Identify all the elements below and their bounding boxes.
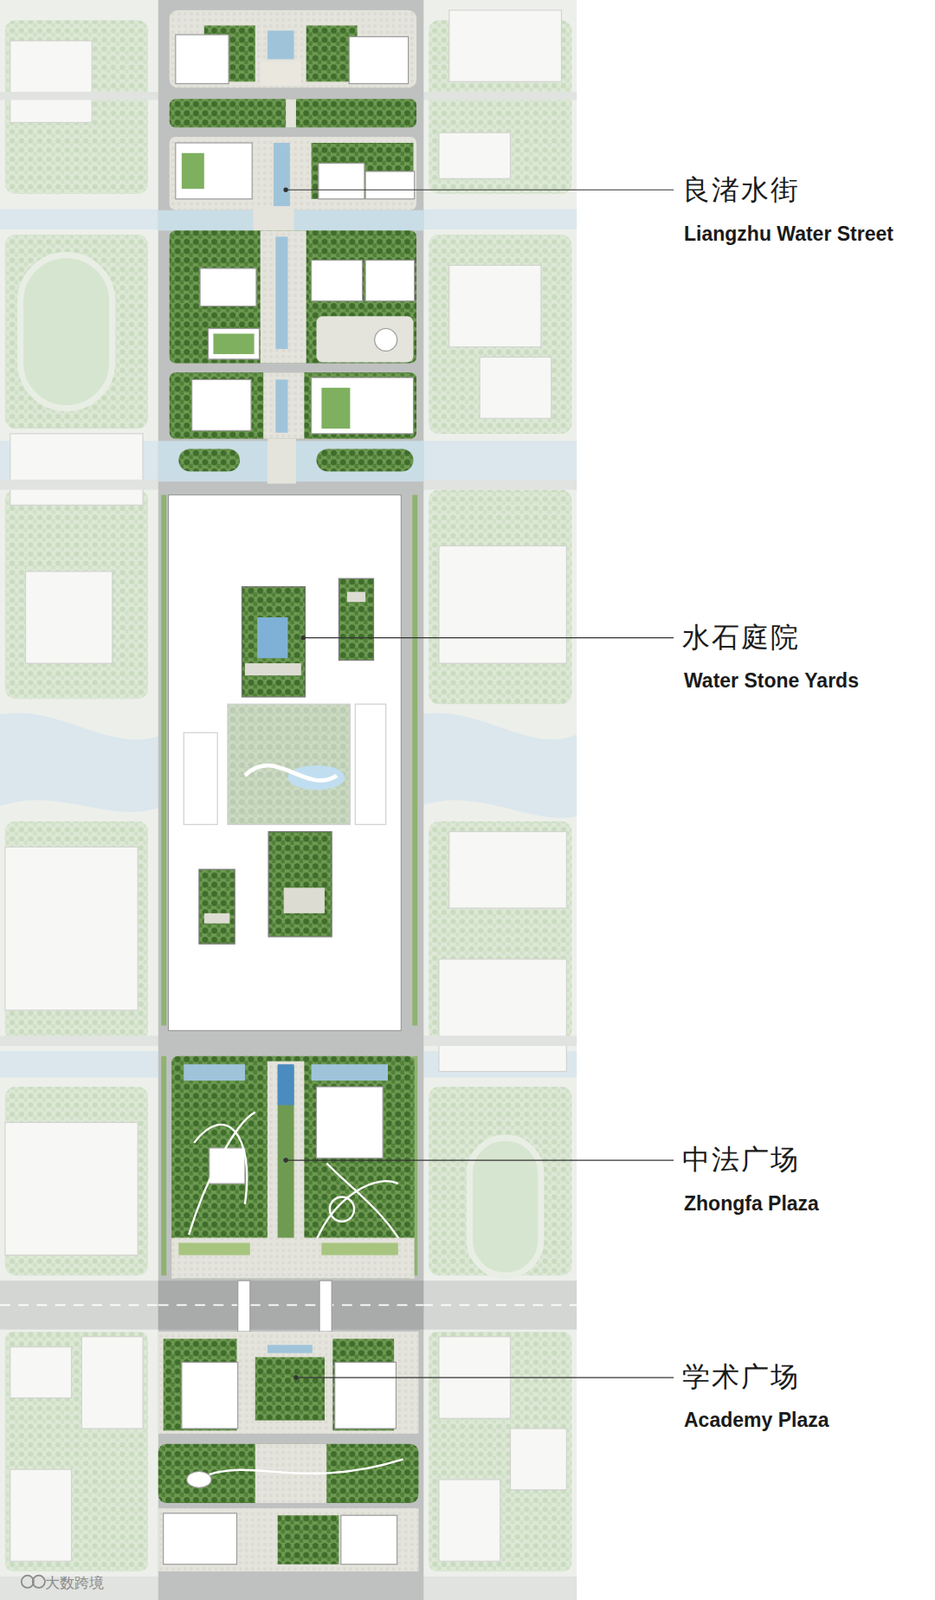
watermark: 大数跨境 [45, 1573, 104, 1592]
callout-title-en: Academy Plaza [683, 1407, 829, 1432]
callout-title-zh: 中法广场 [682, 1142, 800, 1176]
callout-title-zh: 水石庭院 [682, 620, 800, 654]
callout-title-en: Water Stone Yards [683, 668, 859, 693]
callout-title-en: Liangzhu Water Street [683, 221, 894, 246]
callout-title-zh: 学术广场 [682, 1360, 800, 1393]
callout-title-en: Zhongfa Plaza [683, 1191, 819, 1216]
callout-title-zh: 良渚水街 [682, 173, 800, 207]
